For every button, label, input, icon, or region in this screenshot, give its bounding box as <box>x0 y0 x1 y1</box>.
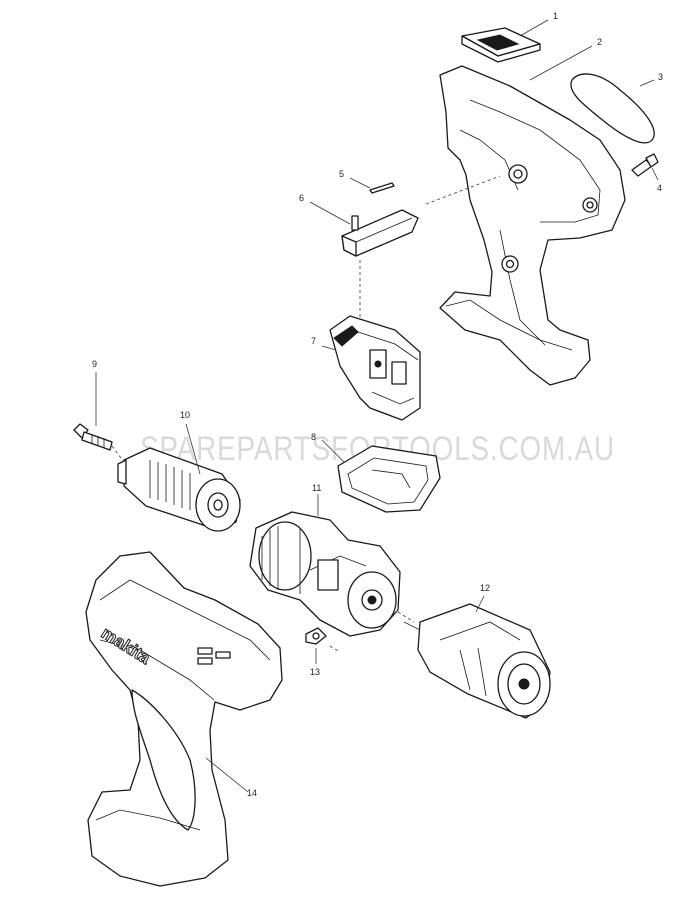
label-13: 13 <box>310 667 320 677</box>
leader-lines <box>95 19 659 793</box>
part-13-bushing <box>305 627 327 645</box>
part-number-labels: 1 2 3 4 5 6 7 8 9 10 11 12 13 14 <box>92 11 663 798</box>
part-1-switch-cap <box>461 27 541 63</box>
label-6: 6 <box>299 193 304 203</box>
label-7: 7 <box>311 336 316 346</box>
label-14: 14 <box>247 788 257 798</box>
label-5: 5 <box>339 169 344 179</box>
label-2: 2 <box>597 37 602 47</box>
part-6-lever <box>341 209 419 257</box>
part-14-housing-left: makita <box>85 551 283 887</box>
part-3-label-band <box>570 73 655 144</box>
part-10-chuck <box>117 447 241 532</box>
part-7-switch <box>329 315 421 421</box>
part-5-spring <box>369 182 395 194</box>
part-4-screw <box>631 153 659 177</box>
part-11-gear-assembly <box>249 511 401 637</box>
part-2-housing-right <box>439 65 626 386</box>
part-12-motor <box>403 603 551 719</box>
part-8-cover <box>337 445 441 513</box>
label-8: 8 <box>311 432 316 442</box>
label-3: 3 <box>658 72 663 82</box>
label-1: 1 <box>553 11 558 21</box>
label-9: 9 <box>92 359 97 369</box>
label-10: 10 <box>180 410 190 420</box>
label-12: 12 <box>480 583 490 593</box>
label-11: 11 <box>312 483 321 493</box>
part-9-bolt <box>73 423 113 451</box>
label-4: 4 <box>657 183 662 193</box>
